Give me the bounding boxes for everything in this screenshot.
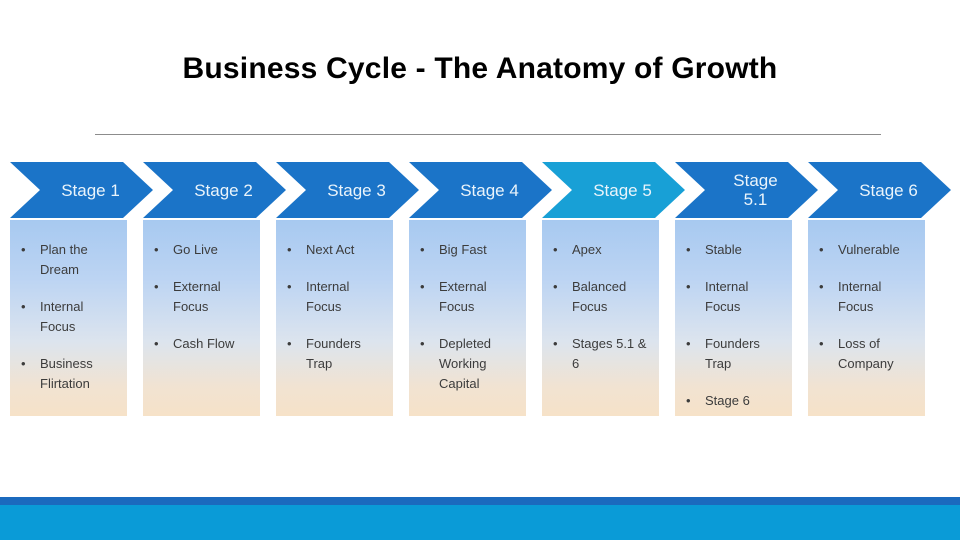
stage-content-box: Next Act Internal Focus Founders Trap: [276, 220, 393, 416]
stage-label: Stage 5: [593, 180, 652, 200]
bullet-list: Big Fast External Focus Depleted Working…: [409, 240, 520, 394]
stage-column-6: Stage 6 Vulnerable Internal Focus Loss o…: [808, 162, 951, 416]
stage-arrow: Stage 4: [409, 162, 552, 218]
stage-content-box: Big Fast External Focus Depleted Working…: [409, 220, 526, 416]
stage-arrow: Stage 1: [10, 162, 153, 218]
chevron-arrow-icon: [409, 162, 552, 218]
bullet-item: Founders Trap: [675, 334, 786, 374]
bullet-item: External Focus: [143, 277, 254, 317]
bullet-list: Next Act Internal Focus Founders Trap: [276, 240, 387, 374]
bullet-item: Loss of Company: [808, 334, 919, 374]
chevron-arrow-icon: [276, 162, 419, 218]
stage-label: Stage 6: [859, 180, 918, 200]
bullet-item: External Focus: [409, 277, 520, 317]
bullet-item: Stages 5.1 & 6: [542, 334, 653, 374]
stage-arrow: Stage 5.1: [675, 162, 818, 218]
chevron-arrow-icon: [542, 162, 685, 218]
chevron-arrow-icon: [675, 162, 818, 218]
stage-arrow: Stage 6: [808, 162, 951, 218]
bullet-item: Cash Flow: [143, 334, 254, 354]
chevron-arrow-icon: [808, 162, 951, 218]
stage-content-box: Go Live External Focus Cash Flow: [143, 220, 260, 416]
bullet-list: Stable Internal Focus Founders Trap Stag…: [675, 240, 786, 411]
footer-accent-strip: [0, 497, 960, 505]
title-underline: [95, 134, 881, 135]
stage-label: Stage 4: [460, 180, 519, 200]
stage-label: Stage 3: [327, 180, 386, 200]
stage-label: Stage 2: [194, 180, 253, 200]
bullet-item: Depleted Working Capital: [409, 334, 520, 394]
bullet-list: Go Live External Focus Cash Flow: [143, 240, 254, 354]
bullet-item: Vulnerable: [808, 240, 919, 260]
stage-process-diagram: Stage 1 Plan the Dream Internal Focus Bu…: [10, 162, 951, 416]
stage-column-5: Stage 5 Apex Balanced Focus Stages 5.1 &…: [542, 162, 685, 416]
stage-column-2: Stage 2 Go Live External Focus Cash Flow: [143, 162, 286, 416]
bullet-item: Internal Focus: [10, 297, 121, 337]
stage-label: Stage 5.1: [733, 171, 778, 209]
stage-arrow: Stage 5: [542, 162, 685, 218]
bullet-item: Stage 6: [675, 391, 786, 411]
stage-column-5-1: Stage 5.1 Stable Internal Focus Founders…: [675, 162, 818, 416]
bullet-item: Apex: [542, 240, 653, 260]
stage-content-box: Plan the Dream Internal Focus Business F…: [10, 220, 127, 416]
bullet-item: Big Fast: [409, 240, 520, 260]
bullet-item: Balanced Focus: [542, 277, 653, 317]
stage-column-3: Stage 3 Next Act Internal Focus Founders…: [276, 162, 419, 416]
bullet-item: Internal Focus: [276, 277, 387, 317]
bullet-item: Next Act: [276, 240, 387, 260]
bullet-item: Plan the Dream: [10, 240, 121, 280]
bullet-item: Internal Focus: [675, 277, 786, 317]
bullet-list: Plan the Dream Internal Focus Business F…: [10, 240, 121, 394]
stage-column-1: Stage 1 Plan the Dream Internal Focus Bu…: [10, 162, 153, 416]
page-title: Business Cycle - The Anatomy of Growth: [182, 52, 778, 85]
bullet-list: Vulnerable Internal Focus Loss of Compan…: [808, 240, 919, 374]
bullet-item: Founders Trap: [276, 334, 387, 374]
bullet-item: Stable: [675, 240, 786, 260]
stage-arrow: Stage 3: [276, 162, 419, 218]
bullet-list: Apex Balanced Focus Stages 5.1 & 6: [542, 240, 653, 374]
stage-content-box: Stable Internal Focus Founders Trap Stag…: [675, 220, 792, 416]
stage-column-4: Stage 4 Big Fast External Focus Depleted…: [409, 162, 552, 416]
bullet-item: Internal Focus: [808, 277, 919, 317]
chevron-arrow-icon: [10, 162, 153, 218]
bullet-item: Business Flirtation: [10, 354, 121, 394]
stage-content-box: Vulnerable Internal Focus Loss of Compan…: [808, 220, 925, 416]
stage-arrow: Stage 2: [143, 162, 286, 218]
chevron-arrow-icon: [143, 162, 286, 218]
footer-bar: [0, 505, 960, 540]
stage-label: Stage 1: [61, 180, 120, 200]
stage-content-box: Apex Balanced Focus Stages 5.1 & 6: [542, 220, 659, 416]
bullet-item: Go Live: [143, 240, 254, 260]
